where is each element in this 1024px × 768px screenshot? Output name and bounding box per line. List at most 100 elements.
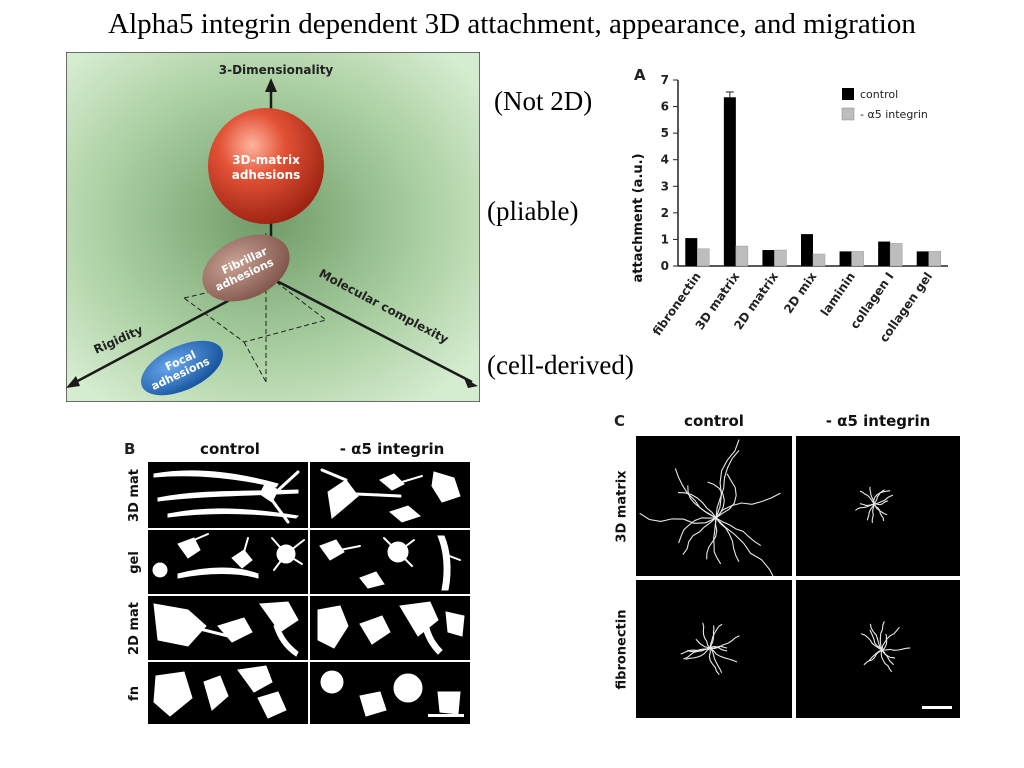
migration-track — [715, 439, 740, 519]
migration-track — [873, 494, 894, 505]
chart-y-tick-label: 1 — [661, 232, 669, 246]
chart-y-tick-label: 5 — [661, 126, 669, 140]
chart-bar-control — [685, 238, 698, 266]
migration-track — [709, 647, 723, 674]
legend-swatch-control — [842, 88, 854, 100]
panel-c-row-label-fibronectin: fibronectin — [614, 609, 630, 689]
migration-track — [707, 481, 725, 519]
migration-track — [873, 500, 889, 506]
chart-bar-control — [878, 241, 891, 266]
migration-track — [868, 649, 883, 662]
panel-c-row-label-3dmatrix: 3D matrix — [614, 469, 630, 543]
chart-y-tick-label: 2 — [661, 206, 669, 220]
panel-c-tracks-3dmatrix-alpha5 — [796, 436, 960, 576]
migration-track — [871, 503, 875, 523]
migration-track — [715, 517, 762, 547]
chart-y-tick-label: 0 — [661, 259, 669, 273]
migration-track — [866, 503, 875, 521]
arrow-left-icon — [66, 376, 80, 388]
migration-track — [715, 492, 781, 519]
panel-b-image-2dmat-control — [148, 596, 308, 660]
chart-y-tick-label: 4 — [661, 153, 669, 167]
legend-label-control: control — [860, 88, 898, 101]
migration-track — [881, 647, 911, 651]
panel-c-tracks-3dmatrix-control — [636, 436, 792, 576]
annotation-pliable: (pliable) — [487, 196, 579, 226]
3d-matrix-sphere — [208, 108, 324, 224]
migration-track — [708, 647, 720, 675]
panel-b-image-gel-alpha5 — [310, 530, 470, 594]
migration-track — [715, 450, 740, 519]
page-title: Alpha5 integrin dependent 3D attachment,… — [108, 8, 916, 40]
annotation-not-2d: (Not 2D) — [494, 86, 593, 116]
migration-track — [683, 647, 711, 660]
chart-bar-alpha5 — [928, 251, 941, 267]
chart-category-label: 2D mix — [781, 269, 819, 316]
migration-track — [713, 517, 722, 565]
migration-track — [709, 646, 728, 652]
panel-b-letter: B — [124, 440, 136, 458]
chart-category-label: fibronectin — [650, 270, 704, 339]
migration-track — [715, 517, 774, 576]
migration-track — [687, 485, 717, 519]
migration-track — [682, 517, 717, 555]
sphere-label-2: adhesions — [232, 168, 301, 182]
migration-track — [685, 647, 711, 660]
panel-c-tracks-fibronectin-control — [636, 580, 792, 718]
chart-bar-alpha5 — [889, 243, 903, 267]
migration-track — [869, 486, 875, 505]
chart-y-tick-label: 3 — [661, 179, 669, 193]
migration-track — [709, 645, 728, 650]
focal-adhesions-ellipse — [141, 340, 223, 396]
panel-b-image-fn-alpha5 — [310, 662, 470, 724]
panel-c-header-control: control — [684, 412, 744, 430]
migration-track — [861, 633, 883, 651]
panel-b-header-alpha5: - α5 integrin — [339, 440, 445, 458]
chart-bar-control — [723, 97, 736, 266]
migration-track — [695, 638, 711, 649]
chart-bar-alpha5 — [812, 253, 826, 267]
migration-track — [879, 621, 885, 651]
panel-b-image-3dmat-control — [148, 462, 308, 528]
migration-track — [706, 517, 718, 560]
arrow-right-icon — [464, 378, 478, 388]
panel-a-letter: A — [634, 66, 646, 84]
panel-b-row-label-3dmat: 3D mat — [126, 468, 142, 522]
migration-track — [881, 626, 900, 651]
diagram-background — [66, 52, 480, 402]
migration-track — [709, 625, 715, 649]
chart-bar-control — [762, 250, 775, 266]
panel-b-image-gel-control — [148, 530, 308, 594]
arrow-up-icon — [265, 78, 277, 92]
panel-c-tracks-fibronectin-alpha5 — [796, 580, 960, 718]
panel-c-letter: C — [614, 412, 626, 430]
panel-c-scale-bar — [922, 706, 952, 709]
migration-track — [677, 492, 717, 519]
chart-bar-alpha5 — [851, 251, 864, 267]
chart-y-axis-label: attachment (a.u.) — [631, 153, 646, 282]
annotation-cell-derived: (cell-derived) — [487, 350, 634, 380]
panel-b-row-label-2dmat: 2D mat — [126, 601, 142, 655]
migration-track — [678, 517, 717, 544]
chart-bar-control — [839, 251, 852, 266]
migration-track — [869, 629, 883, 651]
chart-y-tick-label: 7 — [661, 73, 669, 87]
migration-track — [869, 623, 883, 651]
panel-b-image-2dmat-alpha5 — [310, 596, 470, 660]
panel-b-header-control: control — [200, 440, 260, 458]
migration-track — [880, 649, 893, 673]
migration-track — [859, 503, 875, 506]
migration-track — [873, 490, 891, 505]
migration-track — [881, 649, 894, 666]
chart-bar-control — [916, 251, 929, 266]
panel-b-scale-bar — [428, 714, 464, 717]
fibrillar-adhesions-ellipse — [202, 234, 290, 302]
chart-bar-alpha5 — [774, 249, 787, 267]
migration-track — [859, 490, 875, 505]
axis-3d-label: 3-Dimensionality — [219, 63, 334, 77]
migration-track — [709, 635, 740, 649]
panel-b-image-fn-control — [148, 662, 308, 724]
panel-b-image-3dmat-alpha5 — [310, 462, 470, 528]
chart-y-tick-label: 6 — [661, 100, 669, 114]
migration-track — [873, 489, 885, 505]
